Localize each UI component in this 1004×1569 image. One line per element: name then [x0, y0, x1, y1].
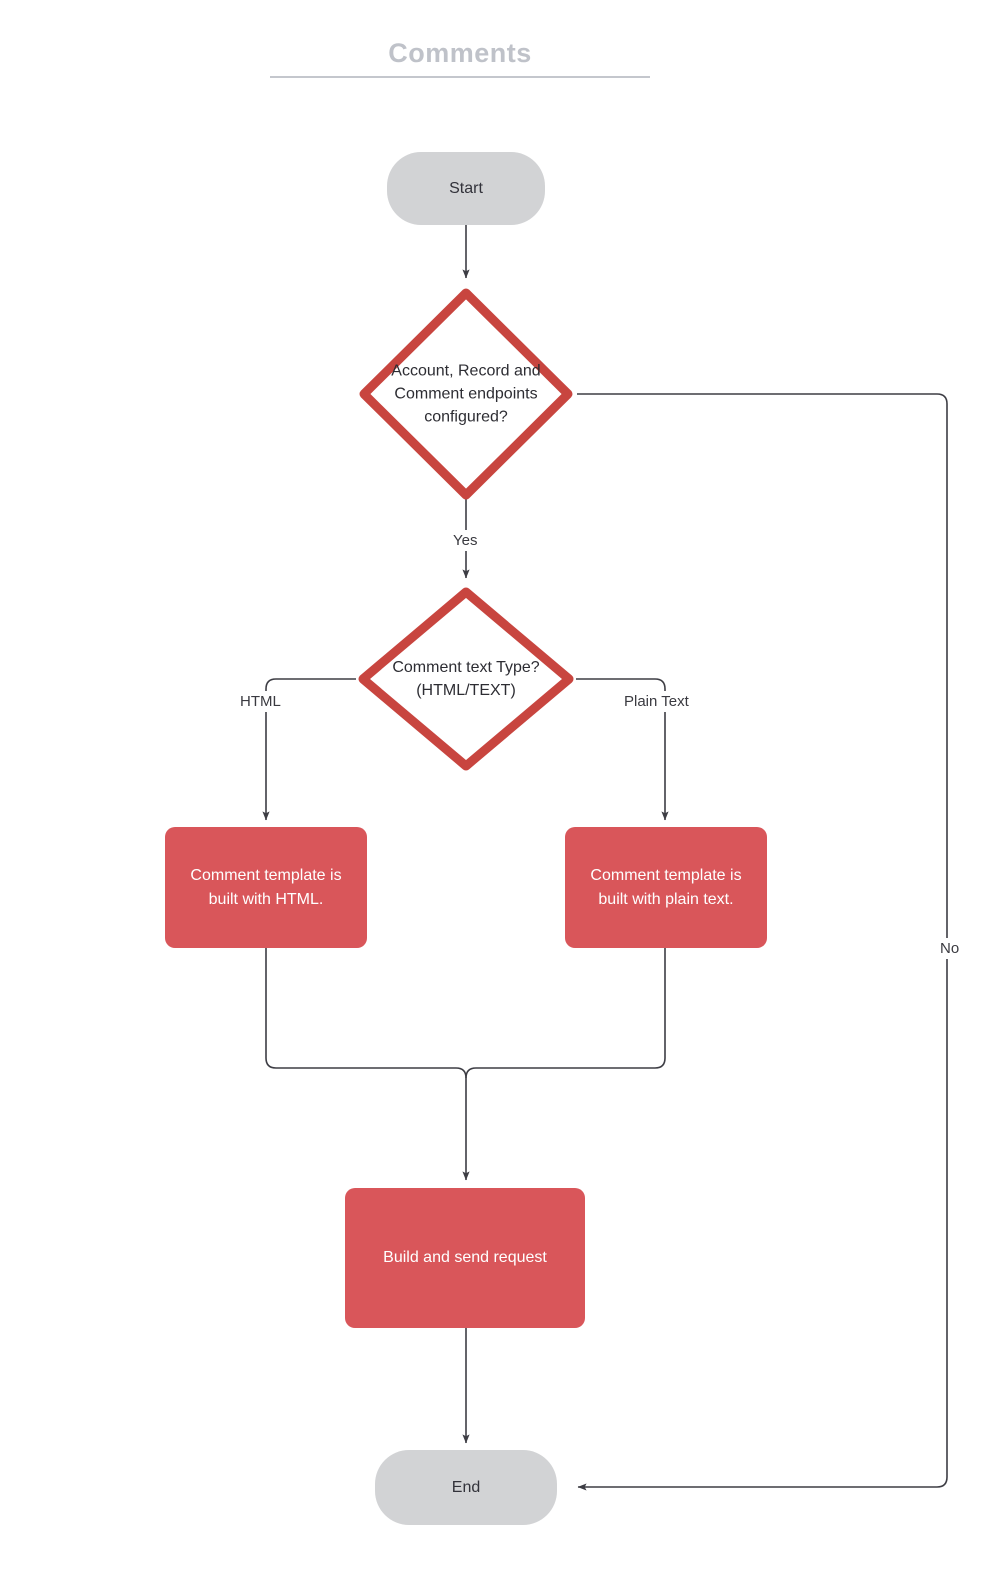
node-process-html[interactable]: Comment template is built with HTML.	[165, 827, 367, 948]
edge-decision2-html	[262, 678, 356, 821]
node-start-label: Start	[449, 179, 483, 197]
node-start[interactable]: Start	[387, 152, 545, 225]
node-process-build-send[interactable]: Build and send request	[345, 1188, 585, 1328]
node-decision-endpoints-label: Account, Record and Comment endpoints co…	[391, 362, 541, 426]
decision-diamond-shape	[359, 288, 573, 500]
edge-label-no: No	[936, 938, 964, 959]
page-title: Comments	[388, 38, 532, 68]
edge-label-yes: Yes	[449, 530, 482, 551]
node-process-build-send-label: Build and send request	[383, 1249, 547, 1266]
node-process-html-label: Comment template is built with HTML.	[190, 866, 342, 908]
edge-plain-to-merge	[465, 948, 666, 1079]
node-decision-endpoints[interactable]: Account, Record and Comment endpoints co…	[356, 285, 576, 503]
edge-decision2-plain	[576, 678, 669, 821]
node-decision-text-type-label: Comment text Type? (HTML/TEXT)	[392, 659, 540, 699]
diagram-title-block: Comments	[270, 36, 650, 78]
title-divider	[270, 76, 650, 78]
edge-label-html: HTML	[236, 691, 285, 712]
node-end-label: End	[451, 1478, 481, 1496]
node-process-plain-text[interactable]: Comment template is built with plain tex…	[565, 827, 767, 948]
node-process-plain-text-label: Comment template is built with plain tex…	[590, 866, 742, 908]
edge-label-plain-text: Plain Text	[620, 691, 693, 712]
edge-html-to-merge	[265, 948, 470, 1181]
decision-diamond-shape	[358, 587, 574, 771]
node-end[interactable]: End	[375, 1450, 557, 1525]
node-decision-text-type[interactable]: Comment text Type? (HTML/TEXT)	[356, 585, 576, 773]
